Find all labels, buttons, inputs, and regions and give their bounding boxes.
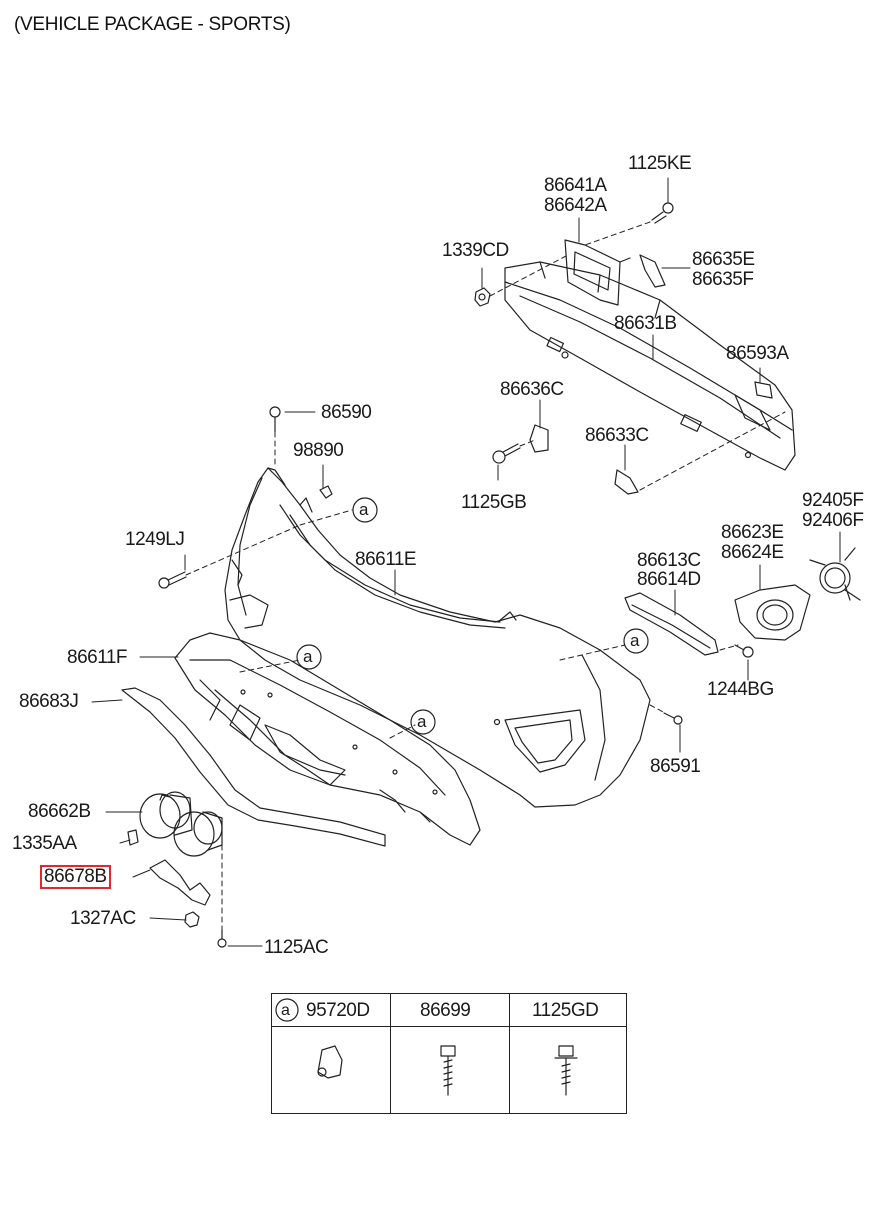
bezel-86623e xyxy=(734,584,811,641)
label-1335aa[interactable]: 1335AA xyxy=(12,833,77,854)
label-86591[interactable]: 86591 xyxy=(650,756,701,777)
label-86611e[interactable]: 86611E xyxy=(355,549,417,570)
table-part-86699[interactable]: 86699 xyxy=(420,1000,471,1021)
clip-86635e xyxy=(639,254,666,288)
label-86623e[interactable]: 86623E xyxy=(721,522,784,543)
label-92405f[interactable]: 92405F xyxy=(802,490,864,511)
table-header xyxy=(272,994,626,1027)
fog-lamp-92405f xyxy=(809,547,861,601)
label-86614d[interactable]: 86614D xyxy=(637,569,701,590)
bolt-1244bg xyxy=(734,644,754,658)
diagram-title: (VEHICLE PACKAGE - SPORTS) xyxy=(14,14,291,35)
label-86636c[interactable]: 86636C xyxy=(500,379,564,400)
label-86633c[interactable]: 86633C xyxy=(585,425,649,446)
callout-a-4: a xyxy=(630,631,639,650)
label-86635f[interactable]: 86635F xyxy=(692,269,754,290)
label-86641a[interactable]: 86641A xyxy=(544,175,607,196)
label-86590[interactable]: 86590 xyxy=(321,402,372,423)
label-1244bg[interactable]: 1244BG xyxy=(707,679,774,700)
bolt-86590 xyxy=(269,406,281,433)
callout-a-2: a xyxy=(303,647,312,666)
clip-1335aa xyxy=(127,829,139,846)
callout-a-icon xyxy=(275,998,299,1022)
icon-86699 xyxy=(440,1045,456,1096)
table-col-86699: 86699 xyxy=(391,994,510,1113)
table-col-95720d: a 95720D xyxy=(272,994,391,1113)
label-86624e[interactable]: 86624E xyxy=(721,542,784,563)
table-part-95720d[interactable]: 95720D xyxy=(306,1000,370,1021)
label-86631b[interactable]: 86631B xyxy=(614,313,677,334)
label-86635e[interactable]: 86635E xyxy=(692,249,755,270)
bracket-86633c xyxy=(614,469,639,495)
table-part-1125gd[interactable]: 1125GD xyxy=(532,1000,599,1021)
label-86593a[interactable]: 86593A xyxy=(726,343,789,364)
bolt-1125gb xyxy=(492,443,521,464)
icon-1125gd xyxy=(554,1045,578,1096)
bracket-86678b xyxy=(149,859,211,906)
label-86642a[interactable]: 86642A xyxy=(544,195,607,216)
fastener-table: a 95720D 86699 1125GD xyxy=(271,993,627,1114)
table-col-1125gd: 1125GD xyxy=(510,994,626,1113)
label-98890[interactable]: 98890 xyxy=(293,440,344,461)
label-1327ac[interactable]: 1327AC xyxy=(70,908,136,929)
bolt-1125ke xyxy=(651,202,674,224)
nut-1339cd xyxy=(474,287,491,307)
bolt-86591 xyxy=(663,712,683,725)
bumper-cover-86611e xyxy=(224,467,651,808)
nut-1327ac xyxy=(184,911,200,928)
label-86611f[interactable]: 86611F xyxy=(67,647,128,668)
label-1339cd[interactable]: 1339CD xyxy=(442,240,509,261)
bolt-1249lj xyxy=(158,571,187,589)
bracket-86636c xyxy=(529,424,549,453)
bolt-1125ac xyxy=(217,929,227,948)
label-86683j[interactable]: 86683J xyxy=(19,691,79,712)
label-1125gb[interactable]: 1125GB xyxy=(461,492,527,513)
icon-95720d xyxy=(317,1045,343,1079)
bracket-86613c xyxy=(624,592,719,656)
label-86613c[interactable]: 86613C xyxy=(637,550,701,571)
label-92406f[interactable]: 92406F xyxy=(802,510,864,531)
lower-cover-86611f xyxy=(174,632,481,846)
pad-86593a xyxy=(754,381,773,399)
callout-a-3: a xyxy=(417,712,426,731)
bumper-beam-86631b xyxy=(504,261,796,471)
label-1249lj[interactable]: 1249LJ xyxy=(125,529,185,550)
strip-86683j xyxy=(121,687,386,847)
clip-98890 xyxy=(319,485,333,499)
fog-lamp-86662b xyxy=(139,791,223,857)
table-callout-a: a xyxy=(281,1002,290,1019)
label-86678b-highlighted[interactable]: 86678B xyxy=(40,865,111,889)
label-86662b[interactable]: 86662B xyxy=(28,801,91,822)
bracket-86641a xyxy=(564,239,631,306)
callout-a-1: a xyxy=(359,500,368,519)
label-1125ac[interactable]: 1125AC xyxy=(264,937,329,958)
label-1125ke[interactable]: 1125KE xyxy=(628,153,692,174)
